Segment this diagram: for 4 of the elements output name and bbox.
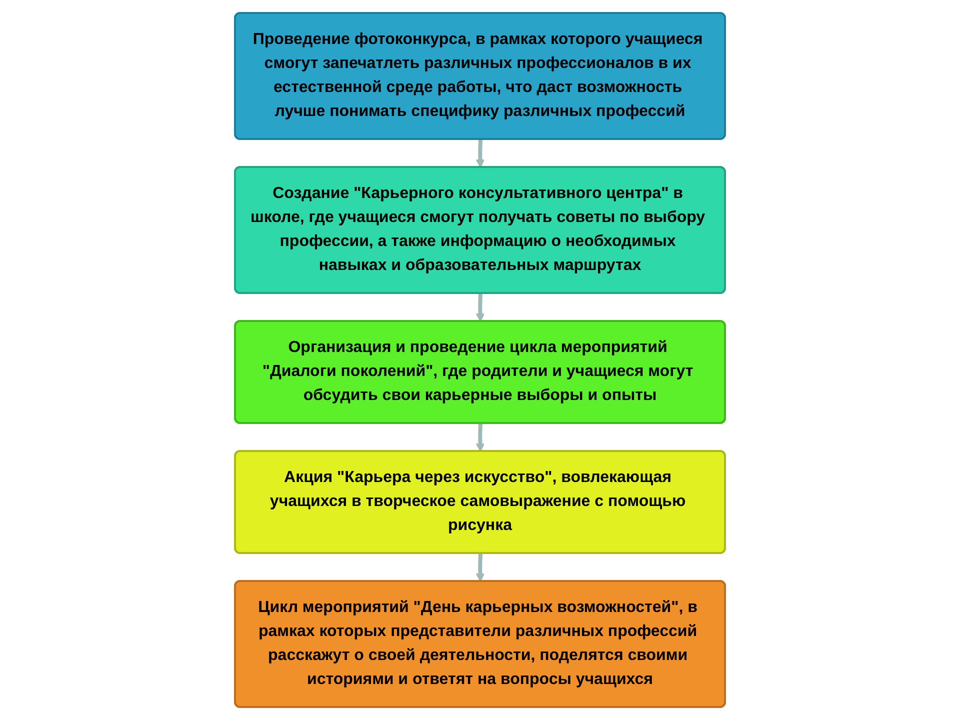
arrow <box>476 293 485 322</box>
arrow <box>476 139 485 168</box>
arrow <box>476 553 485 582</box>
arrow <box>476 423 485 452</box>
